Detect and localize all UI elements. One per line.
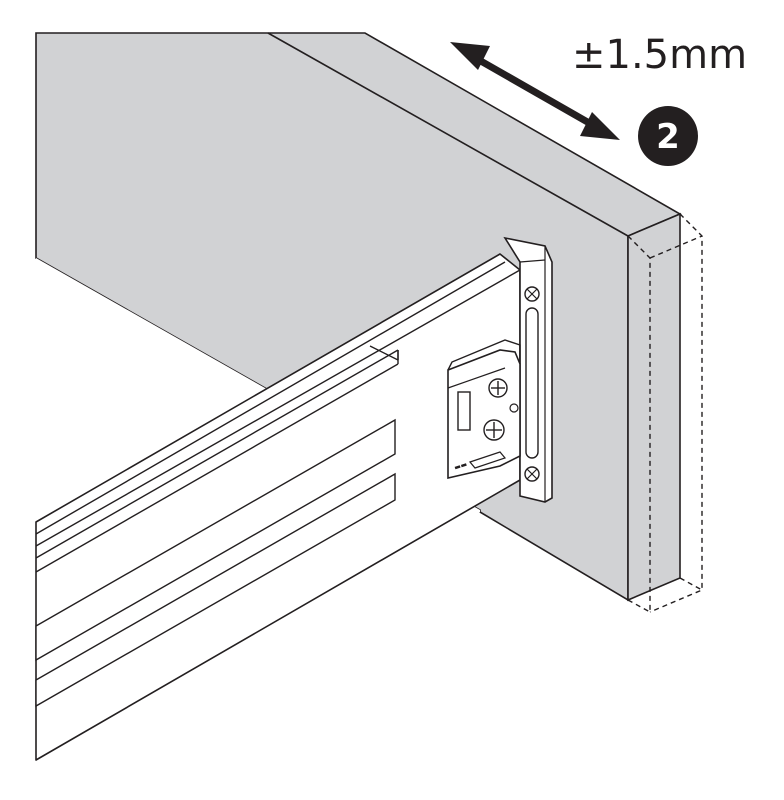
svg-text:▬▬: ▬▬ — [453, 460, 468, 472]
panel-edge-line — [267, 32, 629, 237]
step-number: 2 — [656, 117, 680, 157]
phillips-screw-icon — [483, 419, 505, 441]
phillips-screw-icon — [488, 378, 508, 398]
tolerance-label: ±1.5mm — [572, 32, 747, 78]
phillips-screw-icon — [524, 466, 540, 482]
clip-window — [457, 391, 471, 431]
rail-slots — [35, 418, 396, 708]
drawer-panel-front — [627, 212, 681, 602]
phillips-screw-icon — [524, 286, 540, 302]
rail-edges — [35, 261, 521, 573]
adjusted-position-outline — [627, 213, 703, 613]
double-arrow-icon — [450, 42, 620, 140]
locking-device: ▬▬ — [447, 236, 553, 503]
plate-slot — [525, 307, 539, 459]
step-badge: 2 — [638, 106, 698, 166]
